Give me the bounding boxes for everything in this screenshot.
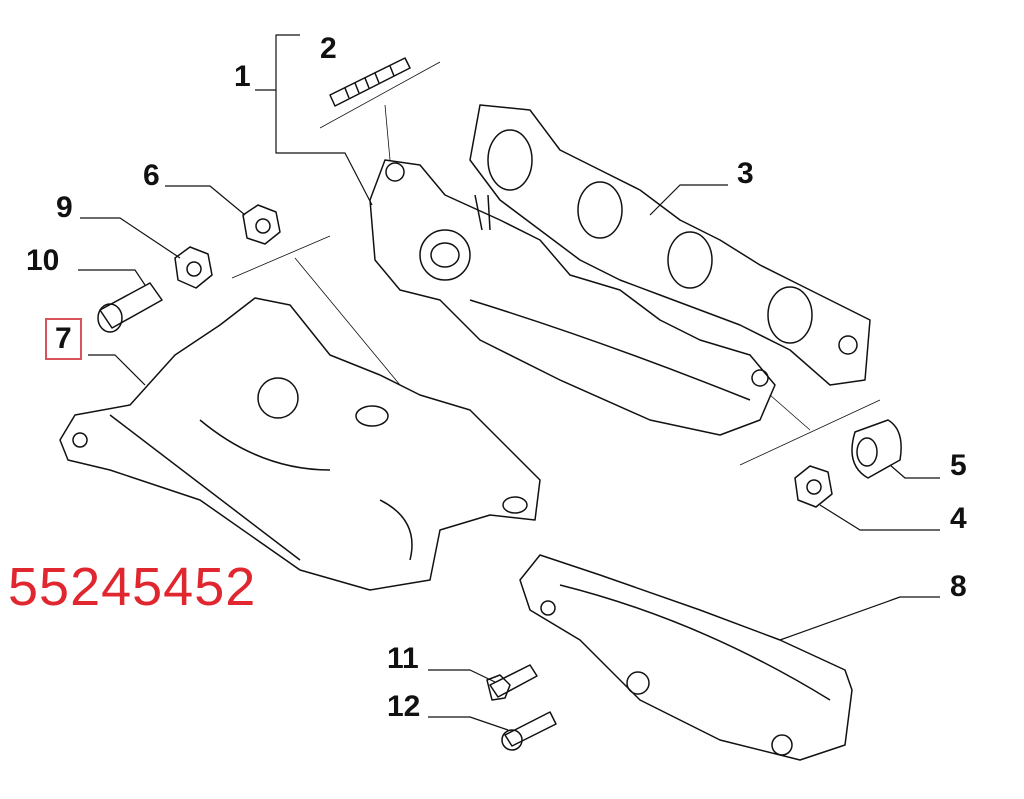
stud-part	[329, 57, 411, 107]
callout-8: 8	[950, 570, 967, 603]
callout-3: 3	[737, 157, 754, 190]
callout-4: 4	[950, 502, 967, 535]
callout-1: 1	[234, 60, 251, 93]
heat-shield-upper-part	[59, 297, 541, 591]
fastener-parts	[97, 204, 902, 751]
part-number: 55245452	[8, 557, 257, 617]
callout-7-highlighted: 7	[45, 318, 82, 360]
gasket-part	[469, 104, 871, 386]
callout-11: 11	[387, 642, 419, 675]
leader-lines	[78, 34, 940, 731]
callout-5: 5	[950, 449, 967, 482]
callout-12: 12	[387, 690, 421, 723]
callout-6: 6	[143, 159, 160, 192]
callout-10: 10	[26, 244, 60, 277]
callout-2: 2	[320, 32, 337, 65]
callout-9: 9	[56, 191, 73, 224]
manifold-part	[369, 159, 776, 436]
heat-shield-lower-part	[519, 554, 853, 761]
